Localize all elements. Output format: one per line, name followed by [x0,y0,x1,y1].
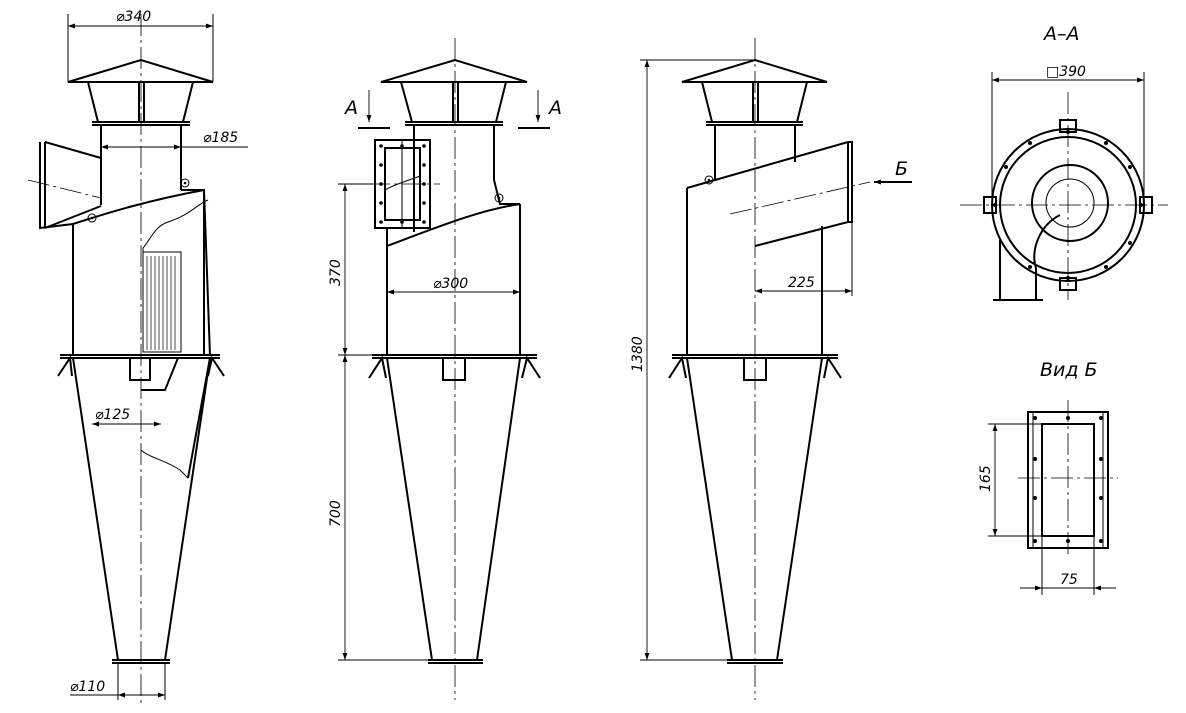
dim-d125: ⌀125 [95,407,130,423]
dim-w75: 75 [1060,572,1078,588]
view-b-arrow-label: Б [895,158,908,180]
front-view-cutaway [27,14,248,703]
dim-sq390: □390 [1046,64,1086,80]
section-mark-a-right: А [547,97,562,119]
dim-d340: ⌀340 [116,9,151,25]
front-view-section [338,38,550,700]
dim-h1380: 1380 [630,336,646,372]
dim-d185: ⌀185 [203,130,238,146]
dim-h370: 370 [328,259,344,286]
dim-h700: 700 [328,500,344,527]
dim-h165: 165 [978,465,994,492]
view-b-flange [988,400,1118,595]
section-mark-a-left: А [343,97,358,119]
dim-d110: ⌀110 [70,679,105,695]
dim-w225: 225 [788,275,815,291]
view-b-title: Вид Б [1040,359,1098,381]
dim-d300: ⌀300 [433,276,468,292]
section-a-a-plan [960,72,1168,301]
side-view [640,38,912,700]
section-title-a-a: А–А [1042,23,1080,45]
